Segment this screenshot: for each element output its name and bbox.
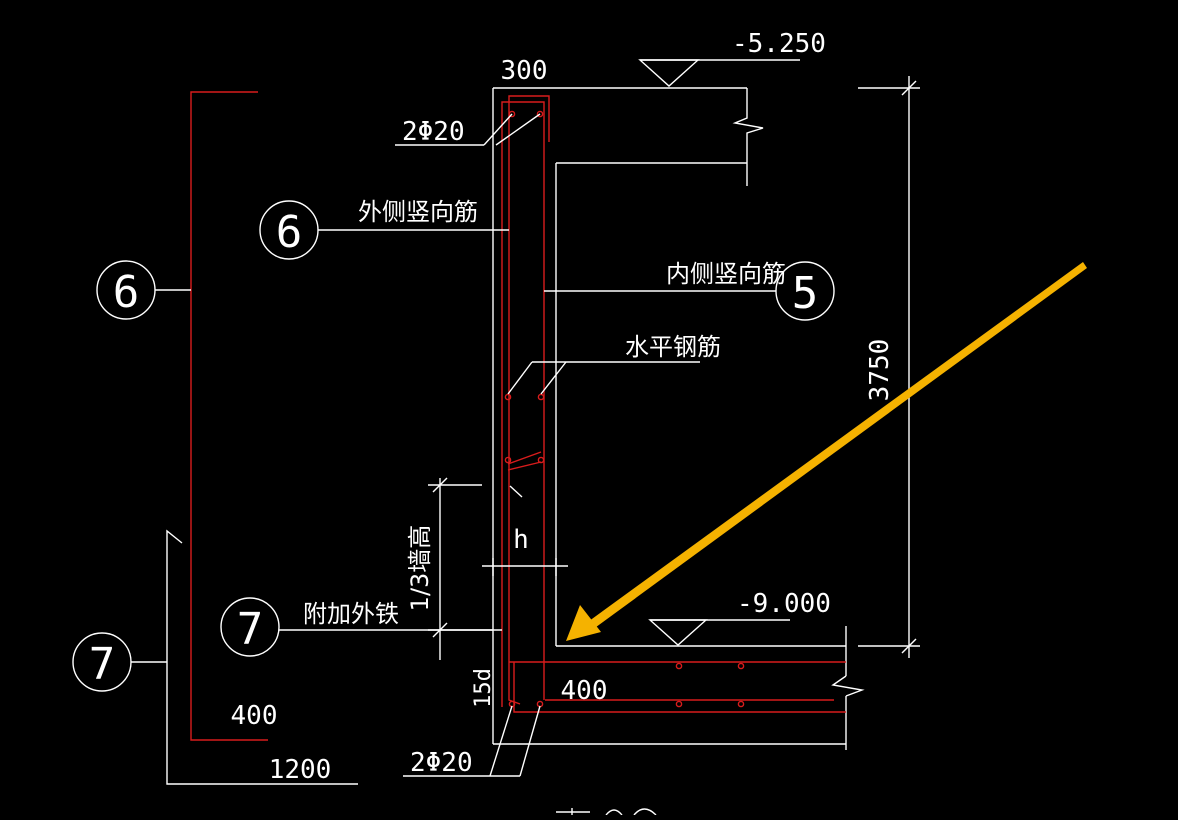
bubble-7-left-label: 7: [89, 639, 116, 690]
height-3750-label: 3750: [865, 339, 895, 402]
bubble-6-mid-label: 6: [276, 207, 303, 258]
bottom-elevation-label: -9.000: [737, 589, 831, 619]
bubble-5-label: 5: [792, 268, 819, 319]
break-line-icon: [732, 88, 865, 697]
bubble-6-left-label: 6: [113, 267, 140, 318]
horizontal-bars-leader: [507, 361, 700, 395]
bubble-7-mid-group: [220, 597, 493, 657]
base-1200-label: 1200: [269, 755, 332, 785]
height-dimension: [858, 76, 920, 658]
third-height-label: 1/3墙高: [406, 525, 434, 612]
wall-thickness-label: 300: [501, 56, 548, 86]
inner-vertical-label: 内侧竖向筋: [666, 260, 786, 288]
top-elevation-label: -5.250: [732, 29, 826, 59]
cut-off-text-fragment: [556, 808, 657, 816]
anchor-15d-label: 15d: [471, 668, 496, 708]
top-bars-label: 2Φ20: [402, 117, 465, 147]
outer-vertical-label: 外侧竖向筋: [358, 198, 478, 226]
rebar-lines: [501, 95, 846, 713]
bubble-7-mid-label: 7: [237, 604, 264, 655]
inner-vertical-leader: [544, 261, 835, 321]
additional-outer-label: 附加外铁: [303, 600, 399, 628]
base-400-label: 400: [561, 676, 608, 706]
elevation-triangle-icon: [638, 59, 800, 646]
bar-6-detail: [96, 91, 268, 741]
bubble-6-left: [96, 260, 156, 320]
wall-outline: [492, 87, 847, 750]
bottom-bars-leader: [403, 705, 541, 777]
hook-400-label: 400: [231, 701, 278, 731]
bubble-6-mid-group: [259, 200, 509, 260]
bottom-bars-label: 2Φ20: [410, 748, 473, 778]
bubble-5: [775, 261, 835, 321]
h-dimension: [482, 485, 568, 576]
top-bars-leader: [395, 113, 541, 146]
arrow-icon: [566, 262, 1087, 641]
horizontal-bars-label: 水平钢筋: [625, 333, 721, 361]
bubble-7-left: [72, 632, 132, 692]
bar-7-detail: [72, 529, 358, 785]
h-label: h: [513, 525, 529, 555]
third-height-dimension: [428, 477, 502, 660]
